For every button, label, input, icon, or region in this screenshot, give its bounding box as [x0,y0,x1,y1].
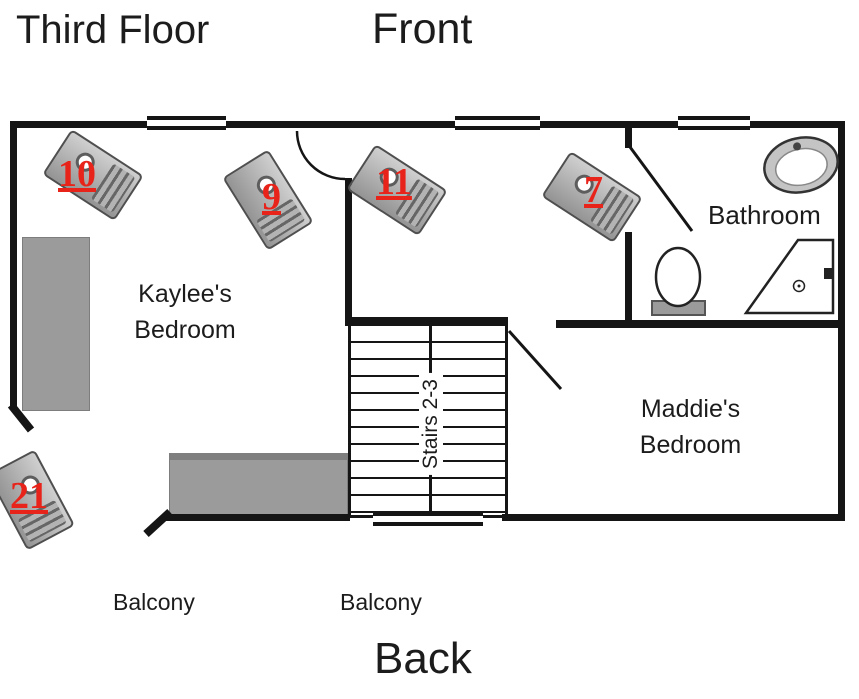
window-top-center [455,116,540,130]
wall-bottom-maddie [502,514,845,521]
balcony-center-label: Balcony [340,589,422,615]
balcony-left-label: Balcony [113,589,195,615]
camera-7-label: 7 [584,169,603,211]
bathroom-label: Bathroom [708,200,821,230]
front-label: Front [372,5,473,53]
bed [169,453,348,521]
camera-9-label: 9 [262,176,281,218]
shower-icon [743,238,835,315]
wall-bathroom-upper [625,121,632,148]
window-bottom [373,512,483,526]
camera-10-label: 10 [58,153,96,195]
wall-stairs-top [345,317,508,326]
kaylee-door-arc [295,130,346,181]
wall-chamfer-bottom [143,509,173,537]
wall-bottom-kaylee [162,514,350,521]
wall-kaylee-hall [345,178,352,326]
floor-title: Third Floor [16,8,210,52]
camera-11-label: 11 [376,161,412,203]
maddie-room-label: Maddie's Bedroom [639,395,742,459]
wall-left [10,121,17,409]
maddie-door-line [507,329,563,391]
wall-top [10,121,845,128]
wall-bathroom-lower [625,232,632,328]
wall-bathroom-bottom [556,320,845,328]
kaylee-room-label: Kaylee's Bedroom [134,280,236,344]
camera-21-label: 21 [10,475,48,517]
wardrobe [22,237,90,411]
wall-chamfer-left [7,402,35,433]
toilet-icon [651,246,706,316]
sink-icon [763,136,839,194]
window-top-right [678,116,750,130]
window-top-left [147,116,226,130]
back-label: Back [374,634,472,683]
bathroom-door-line [628,146,694,232]
